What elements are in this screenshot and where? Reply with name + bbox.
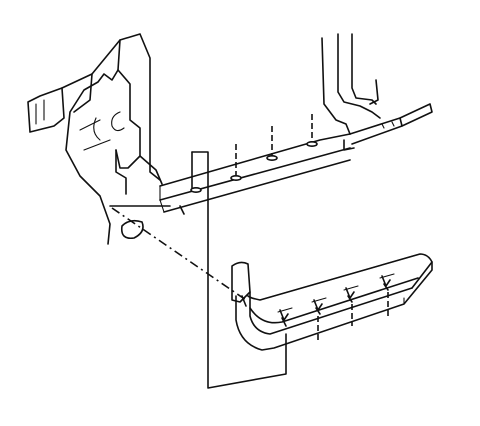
trim-clip-2	[311, 297, 327, 342]
sill-hole-1	[190, 187, 202, 194]
body-structure	[27, 33, 433, 245]
callout-leaders	[109, 151, 287, 389]
retaining-clips	[241, 273, 395, 342]
trim-clip-4	[379, 273, 395, 316]
trim-clip-3	[343, 285, 359, 326]
sill-hole-2	[230, 175, 242, 182]
trim-clip-1	[277, 307, 293, 327]
trim-clip-5	[241, 295, 247, 307]
rocker-panel-trim	[231, 253, 433, 351]
sill-clip-holes	[190, 114, 318, 194]
sill-hole-3	[266, 155, 278, 162]
sill-hole-4	[306, 141, 318, 148]
